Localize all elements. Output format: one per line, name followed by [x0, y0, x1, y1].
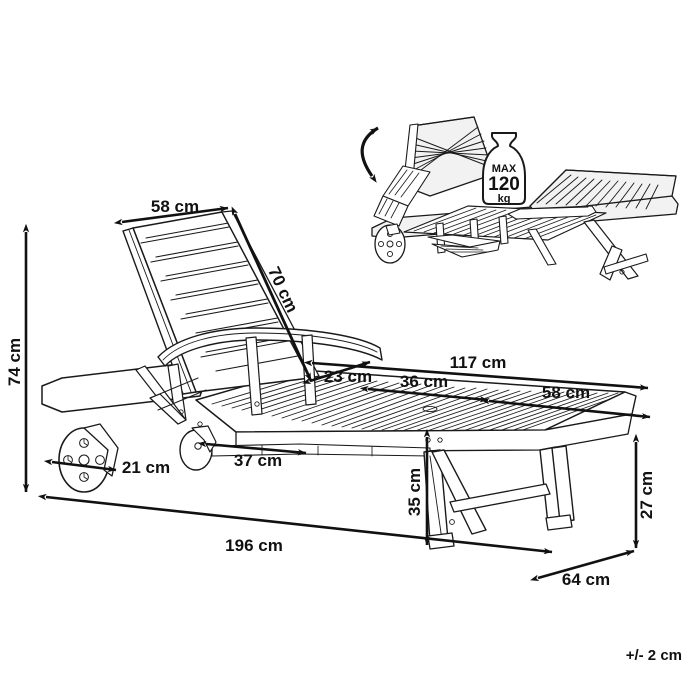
dimension-label-37cm: 37 cm — [234, 451, 282, 470]
dimension-label-35cm: 35 cm — [405, 468, 424, 516]
dimension-label-58cm-foot: 58 cm — [542, 383, 590, 402]
dimension-wheel-diameter: 21 cm — [43, 458, 170, 477]
recline-adjust-arrow-icon — [360, 126, 379, 183]
dimension-label-74cm: 74 cm — [5, 338, 24, 386]
max-weight-unit: kg — [498, 193, 511, 205]
dimension-wheel-to-leg: 37 cm — [197, 440, 307, 470]
dimension-backrest-width: 58 cm — [113, 197, 229, 226]
dimension-seat-offset: 23 cm — [302, 360, 372, 386]
max-weight-badge: MAX 120 kg — [482, 132, 526, 205]
dimension-label-21cm: 21 cm — [122, 458, 170, 477]
dimension-label-117cm: 117 cm — [450, 353, 507, 372]
tolerance-note: +/- 2 cm — [626, 647, 682, 664]
dimension-label-27cm: 27 cm — [637, 471, 656, 519]
dimension-label-196cm: 196 cm — [225, 536, 283, 555]
inset-reclined-lounger: MAX 120 kg — [360, 116, 679, 281]
dimension-foot-section: 58 cm — [480, 383, 651, 420]
dimension-total-width: 64 cm — [530, 549, 635, 589]
max-weight-max-label: MAX — [492, 163, 517, 175]
dimension-foot-end-height: 27 cm — [632, 433, 656, 549]
dimension-label-58cm-backrest: 58 cm — [151, 197, 199, 216]
dimension-overall-height: 74 cm — [5, 223, 30, 493]
dimension-seat-section: 36 cm — [359, 372, 489, 403]
dimension-label-23cm: 23 cm — [324, 367, 372, 386]
dimension-label-64cm: 64 cm — [562, 570, 610, 589]
dimension-label-36cm: 36 cm — [400, 372, 448, 391]
max-weight-value: 120 — [488, 174, 520, 195]
dimension-total-length: 196 cm — [37, 493, 553, 555]
